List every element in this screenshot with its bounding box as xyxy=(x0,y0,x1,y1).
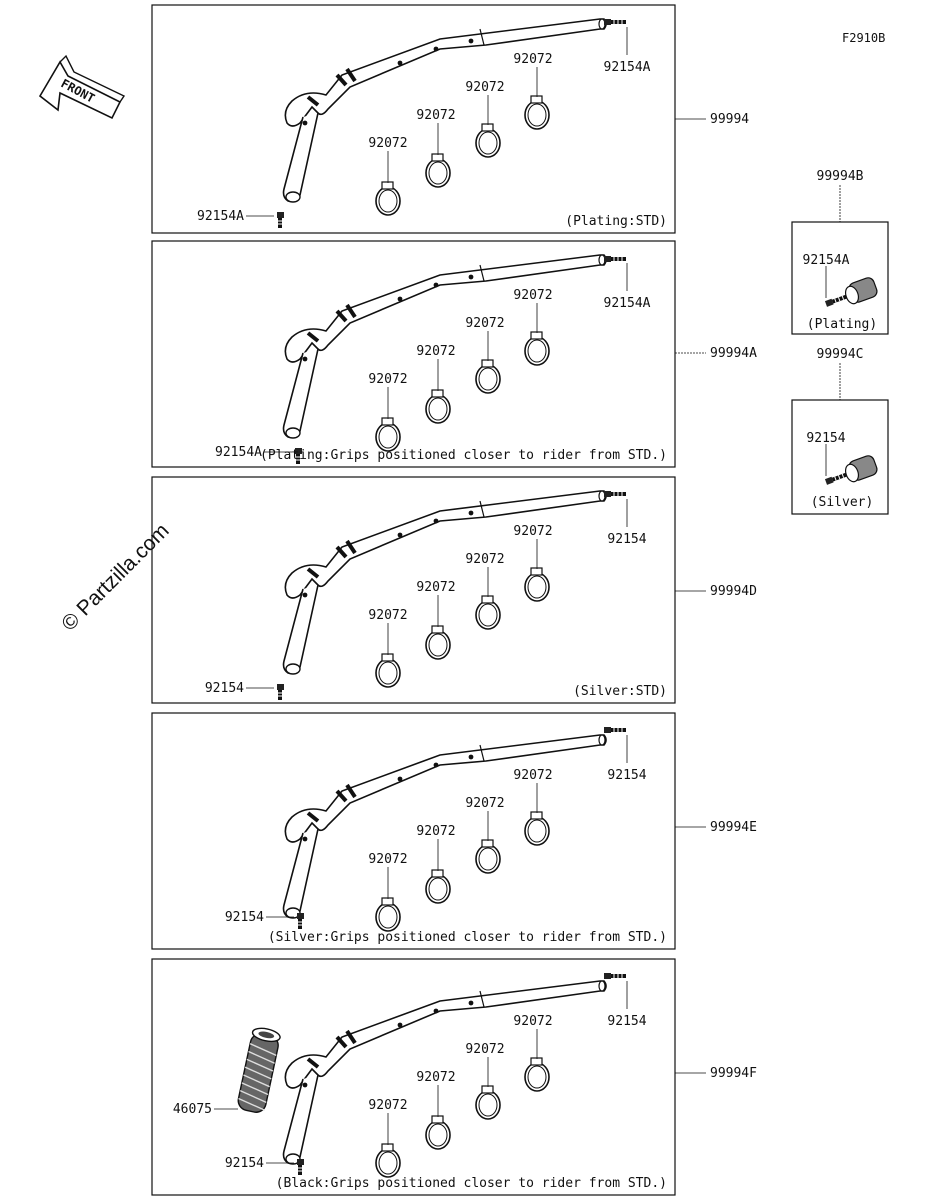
side-kit: 99994C 92154 (Silver) xyxy=(791,347,889,515)
clamp-part-label: 92072 xyxy=(465,80,504,95)
clamp-part-label: 92072 xyxy=(465,316,504,331)
clamp-part xyxy=(524,95,550,130)
kit-note: (Black:Grips positioned closer to rider … xyxy=(276,1176,667,1191)
side-kit-frame xyxy=(791,221,889,335)
clamp-part xyxy=(524,331,550,366)
side-kit-frame xyxy=(791,399,889,515)
bolt-part xyxy=(275,210,286,230)
kit-panel: 92072 92072 92072 92072 92154 92154 (Black:Gri… xyxy=(151,958,757,1196)
clamp-part xyxy=(375,417,401,452)
panel-frame xyxy=(151,958,676,1196)
watermark: © Partzilla.com xyxy=(57,519,173,635)
side-kit: 99994B 92154A (Plating) xyxy=(791,169,889,335)
clamp-part-label: 92072 xyxy=(513,52,552,67)
kit-note: (Plating:STD) xyxy=(565,214,667,229)
clamp-part-label: 92072 xyxy=(465,552,504,567)
kit-note: (Silver:STD) xyxy=(573,684,667,699)
bolt-part-label: 92154A xyxy=(604,60,651,75)
clamp-part xyxy=(425,869,451,904)
kit-number-label: 99994B xyxy=(817,169,864,184)
clamp-part xyxy=(475,595,501,630)
clamp-part xyxy=(475,839,501,874)
bolt-part-label: 92154A xyxy=(604,296,651,311)
bolt-part xyxy=(602,254,628,264)
kit-number-label: 99994F xyxy=(710,1066,757,1081)
kit-number-label: 99994C xyxy=(817,347,864,362)
clamp-part-label: 92072 xyxy=(368,372,407,387)
kit-panel: 9207292072920729207292154A92154A(Plating… xyxy=(151,240,757,468)
panel-frame xyxy=(151,712,676,950)
kit-panel: 92072 92072 92072 92072 92154 92154 (Silver:ST… xyxy=(151,476,757,704)
bolt-part xyxy=(295,1157,306,1177)
bolt-part xyxy=(822,469,850,487)
kit-note: (Plating) xyxy=(807,317,877,332)
clamp-part-label: 92072 xyxy=(368,136,407,151)
clamp-part-label: 92072 xyxy=(416,824,455,839)
clamp-part xyxy=(475,1085,501,1120)
figure-code: F2910B xyxy=(842,31,885,45)
clamp-part-label: 92072 xyxy=(368,1098,407,1113)
clamp-part xyxy=(524,1057,550,1092)
clamp-part xyxy=(375,897,401,932)
clamp-part xyxy=(425,1115,451,1150)
clamp-part xyxy=(425,389,451,424)
clamp-part-label: 92072 xyxy=(416,108,455,123)
bolt-part xyxy=(602,489,628,499)
bolt-part-label: 92154 xyxy=(607,1014,646,1029)
kit-panel: 92072 92072 92072 92072 92154 92154 (Silver:Gr… xyxy=(151,712,757,950)
panel-frame xyxy=(151,240,676,468)
clamp-part-label: 92072 xyxy=(513,288,552,303)
grip-part xyxy=(237,1027,281,1113)
bolt-part xyxy=(275,682,286,702)
bolt-part-label: 92154 xyxy=(225,910,264,925)
bar-end-weight xyxy=(844,277,878,305)
kit-note: (Silver) xyxy=(811,495,874,510)
bolt-part xyxy=(602,971,628,981)
clamp-part-label: 92072 xyxy=(465,796,504,811)
clamp-part-label: 92072 xyxy=(513,524,552,539)
bolt-part xyxy=(602,17,628,27)
clamp-part-label: 92072 xyxy=(416,580,455,595)
kit-number-label: 99994D xyxy=(710,584,757,599)
kit-number-label: 99994E xyxy=(710,820,757,835)
kit-number-label: 99994 xyxy=(710,112,749,127)
bolt-part-label: 92154 xyxy=(607,768,646,783)
bolt-part xyxy=(602,725,628,735)
panel-frame xyxy=(151,4,676,234)
bolt-part xyxy=(295,911,306,931)
bolt-part-label: 92154A xyxy=(803,253,850,268)
kit-note: (Plating:Grips positioned closer to ride… xyxy=(260,448,667,463)
clamp-part xyxy=(524,811,550,846)
bolt-part-label: 92154 xyxy=(607,532,646,547)
clamp-part xyxy=(475,123,501,158)
panel-frame xyxy=(151,476,676,704)
clamp-part-label: 92072 xyxy=(513,1014,552,1029)
bolt-part-label: 92154 xyxy=(806,431,845,446)
clamp-part-label: 92072 xyxy=(416,1070,455,1085)
kit-number-label: 99994A xyxy=(710,346,757,361)
clamp-part xyxy=(425,153,451,188)
clamp-part xyxy=(425,625,451,660)
clamp-part-label: 92072 xyxy=(465,1042,504,1057)
bolt-part-label: 92154 xyxy=(205,681,244,696)
bolt-part-label: 92154 xyxy=(225,1156,264,1171)
clamp-part-label: 92072 xyxy=(513,768,552,783)
clamp-part xyxy=(375,653,401,688)
bolt-part-label: 92154A xyxy=(197,209,244,224)
clamp-part xyxy=(524,567,550,602)
bolt-part-label: 92154A xyxy=(215,445,262,460)
bar-end-weight xyxy=(844,455,878,483)
clamp-part xyxy=(475,359,501,394)
clamp-part-label: 92072 xyxy=(368,608,407,623)
clamp-part xyxy=(375,1143,401,1178)
clamp-part xyxy=(375,181,401,216)
bolt-part xyxy=(822,291,850,309)
grip-part-label: 46075 xyxy=(173,1102,212,1117)
clamp-part-label: 92072 xyxy=(368,852,407,867)
kit-note: (Silver:Grips positioned closer to rider… xyxy=(268,930,667,945)
clamp-part-label: 92072 xyxy=(416,344,455,359)
front-arrow-icon: FRONT xyxy=(38,54,126,120)
kit-panel: 92072 92072 92072 92072 92154A 92154A (Plating… xyxy=(151,4,749,234)
